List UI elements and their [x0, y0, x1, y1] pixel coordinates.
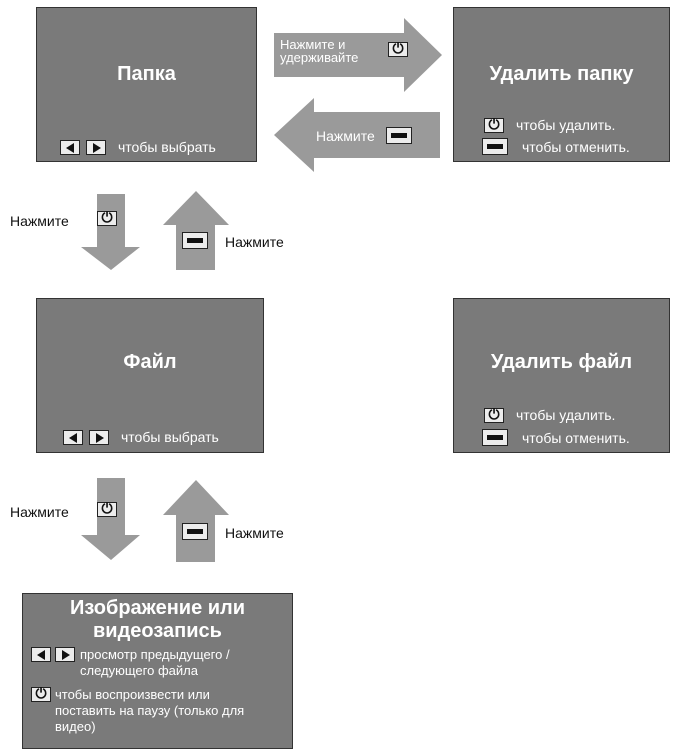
power-button-icon: ⏻ — [31, 686, 51, 702]
arrow-down-1 — [81, 194, 140, 270]
right-arrow-key-icon — [89, 429, 109, 445]
power-button-icon: ⏻ — [97, 210, 117, 226]
delete-folder-screen: Удалить папку ⏻ чтобы удалить. чтобы отм… — [453, 7, 670, 162]
folder-screen: Папка чтобы выбрать — [36, 7, 257, 162]
arrow-right-to-delete-folder — [274, 18, 442, 92]
delete-folder-confirm-row: ⏻ чтобы удалить. — [484, 117, 615, 133]
delete-file-cancel-text: чтобы отменить. — [522, 429, 630, 446]
menu-button-icon — [386, 127, 412, 144]
up-2-label: Нажмите — [225, 525, 284, 541]
left-arrow-key-icon — [63, 429, 83, 445]
delete-folder-title: Удалить папку — [489, 63, 634, 85]
left-arrow-key-icon — [60, 139, 80, 155]
delete-folder-cancel-text: чтобы отменить. — [522, 138, 630, 155]
arrow-to-delete-line1: Нажмите и — [280, 37, 346, 52]
arrow-up-2 — [163, 480, 229, 562]
folder-title: Папка — [117, 63, 176, 85]
right-arrow-key-icon — [55, 647, 75, 662]
delete-file-cancel-row: чтобы отменить. — [482, 429, 630, 446]
delete-file-screen: Удалить файл ⏻ чтобы удалить. чтобы отме… — [453, 298, 670, 453]
file-hint-row: чтобы выбрать — [63, 429, 219, 445]
menu-button-icon — [182, 232, 208, 249]
down-2-label: Нажмите — [10, 504, 69, 520]
delete-file-confirm-row: ⏻ чтобы удалить. — [484, 407, 615, 423]
media-title-line1: Изображение или — [69, 597, 246, 619]
arrow-to-delete-line2: удерживайте — [280, 50, 359, 65]
menu-button-icon — [182, 523, 208, 540]
delete-folder-confirm-text: чтобы удалить. — [516, 117, 616, 133]
arrow-down-2 — [81, 478, 140, 560]
media-nav-line2: следующего файла — [80, 663, 198, 678]
media-nav-row: просмотр предыдущего / следующего файла — [31, 647, 230, 679]
arrow-up-1 — [163, 191, 229, 270]
power-button-icon: ⏻ — [484, 117, 504, 133]
media-play-line2: поставить на паузу (только для — [55, 703, 245, 718]
menu-button-icon — [482, 138, 508, 155]
media-play-row: ⏻ чтобы воспроизвести или поставить на п… — [31, 686, 245, 735]
down-1-label: Нажмите — [10, 213, 69, 229]
file-screen: Файл чтобы выбрать — [36, 298, 264, 453]
file-title: Файл — [123, 351, 177, 373]
media-screen: Изображение или видеозапись просмотр пре… — [22, 593, 293, 749]
power-button-icon: ⏻ — [388, 41, 408, 57]
menu-button-icon — [482, 429, 508, 446]
power-button-icon: ⏻ — [484, 407, 504, 423]
folder-hint-text: чтобы выбрать — [118, 139, 216, 155]
power-button-icon: ⏻ — [97, 501, 117, 517]
delete-folder-cancel-row: чтобы отменить. — [482, 138, 630, 155]
media-nav-line1: просмотр предыдущего / — [80, 647, 230, 662]
delete-file-title: Удалить файл — [490, 351, 633, 373]
right-arrow-key-icon — [86, 139, 106, 155]
arrow-left-from-delete-folder — [274, 98, 440, 172]
media-title-line2: видеозапись — [93, 620, 222, 642]
file-hint-text: чтобы выбрать — [121, 429, 219, 445]
delete-file-confirm-text: чтобы удалить. — [516, 407, 616, 423]
left-arrow-key-icon — [31, 647, 51, 662]
arrow-to-delete-label: Нажмите и удерживайте — [280, 38, 358, 64]
arrow-back-label: Нажмите — [316, 128, 375, 144]
media-play-line3: видео) — [55, 719, 96, 734]
folder-hint-row: чтобы выбрать — [60, 139, 216, 155]
media-play-line1: чтобы воспроизвести или — [55, 687, 210, 702]
up-1-label: Нажмите — [225, 234, 284, 250]
